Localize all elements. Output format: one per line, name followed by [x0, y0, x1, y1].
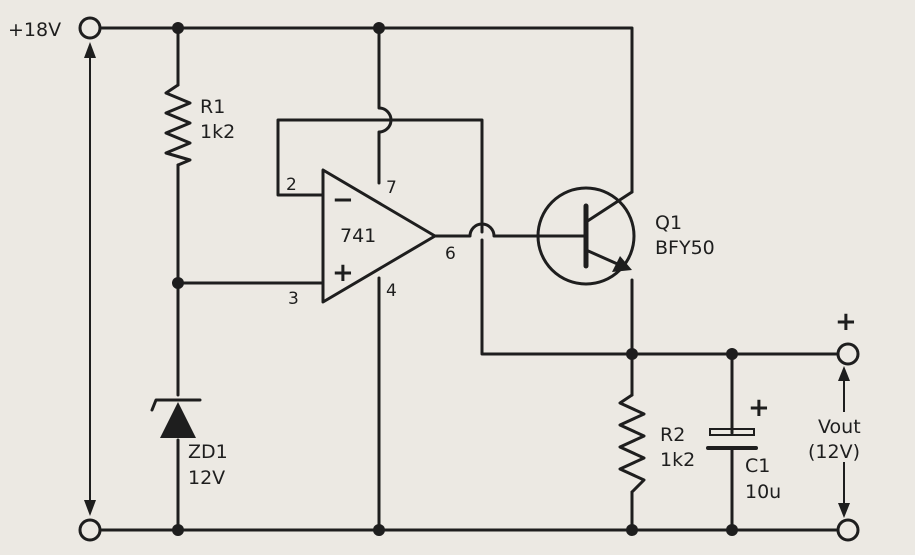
r1-value-label: 1k2 — [200, 121, 235, 143]
output-terminal-plus — [836, 342, 860, 366]
top-rail-wire — [95, 26, 634, 194]
output-terminal-minus — [836, 518, 860, 542]
junction-dot — [373, 524, 385, 536]
r1-resistor — [164, 83, 192, 167]
capacitor-c1 — [706, 428, 758, 450]
pin-4-label: 4 — [386, 281, 397, 301]
c1-ref-label: C1 — [745, 455, 770, 477]
q1-part-label: BFY50 — [655, 237, 715, 259]
junctions — [172, 22, 738, 536]
junction-dot — [626, 348, 638, 360]
wiring — [95, 26, 850, 532]
pin-7-label: 7 — [386, 178, 397, 198]
supply-label: +18V — [8, 19, 61, 41]
pin-3-label: 3 — [288, 289, 299, 309]
c1-value-label: 10u — [745, 481, 781, 503]
junction-dot — [172, 277, 184, 289]
terminals — [78, 16, 860, 542]
zener-diode — [150, 398, 202, 438]
pin-6-label: 6 — [445, 244, 456, 264]
output-plus-sign: + — [835, 307, 857, 337]
feedback-wire — [276, 118, 484, 234]
zd1-ref-label: ZD1 — [188, 441, 228, 463]
r1-ref-label: R1 — [200, 96, 225, 118]
supply-terminal — [78, 16, 102, 40]
c1-polarity-sign: + — [748, 393, 770, 423]
junction-dot — [726, 524, 738, 536]
transistor-q1 — [536, 186, 636, 286]
junction-dot — [172, 22, 184, 34]
output-voltage-arrow — [838, 366, 850, 518]
r2-resistor — [618, 393, 646, 494]
opamp-noninverting-sign: + — [332, 258, 354, 288]
junction-dot — [726, 348, 738, 360]
opamp-inverting-sign: − — [332, 185, 354, 215]
junction-dot — [626, 524, 638, 536]
ground-terminal-left — [78, 518, 102, 542]
pin7-supply-wire — [377, 26, 393, 185]
r2-value-label: 1k2 — [660, 449, 695, 471]
vout-value-label: (12V) — [808, 441, 860, 463]
opamp-part-label: 741 — [340, 225, 376, 247]
r2-ref-label: R2 — [660, 424, 685, 446]
junction-dot — [373, 22, 385, 34]
pin-2-label: 2 — [286, 175, 297, 195]
opamp-symbol — [321, 168, 437, 304]
labels: +18V R1 1k2 ZD1 12V 741 − + 2 3 7 4 6 Q1… — [8, 19, 861, 503]
junction-dot — [172, 524, 184, 536]
output-to-base-wire — [433, 222, 588, 238]
q1-ref-label: Q1 — [655, 212, 682, 234]
vout-label: Vout — [818, 416, 861, 438]
input-voltage-arrow — [84, 42, 96, 516]
zd1-value-label: 12V — [188, 467, 225, 489]
